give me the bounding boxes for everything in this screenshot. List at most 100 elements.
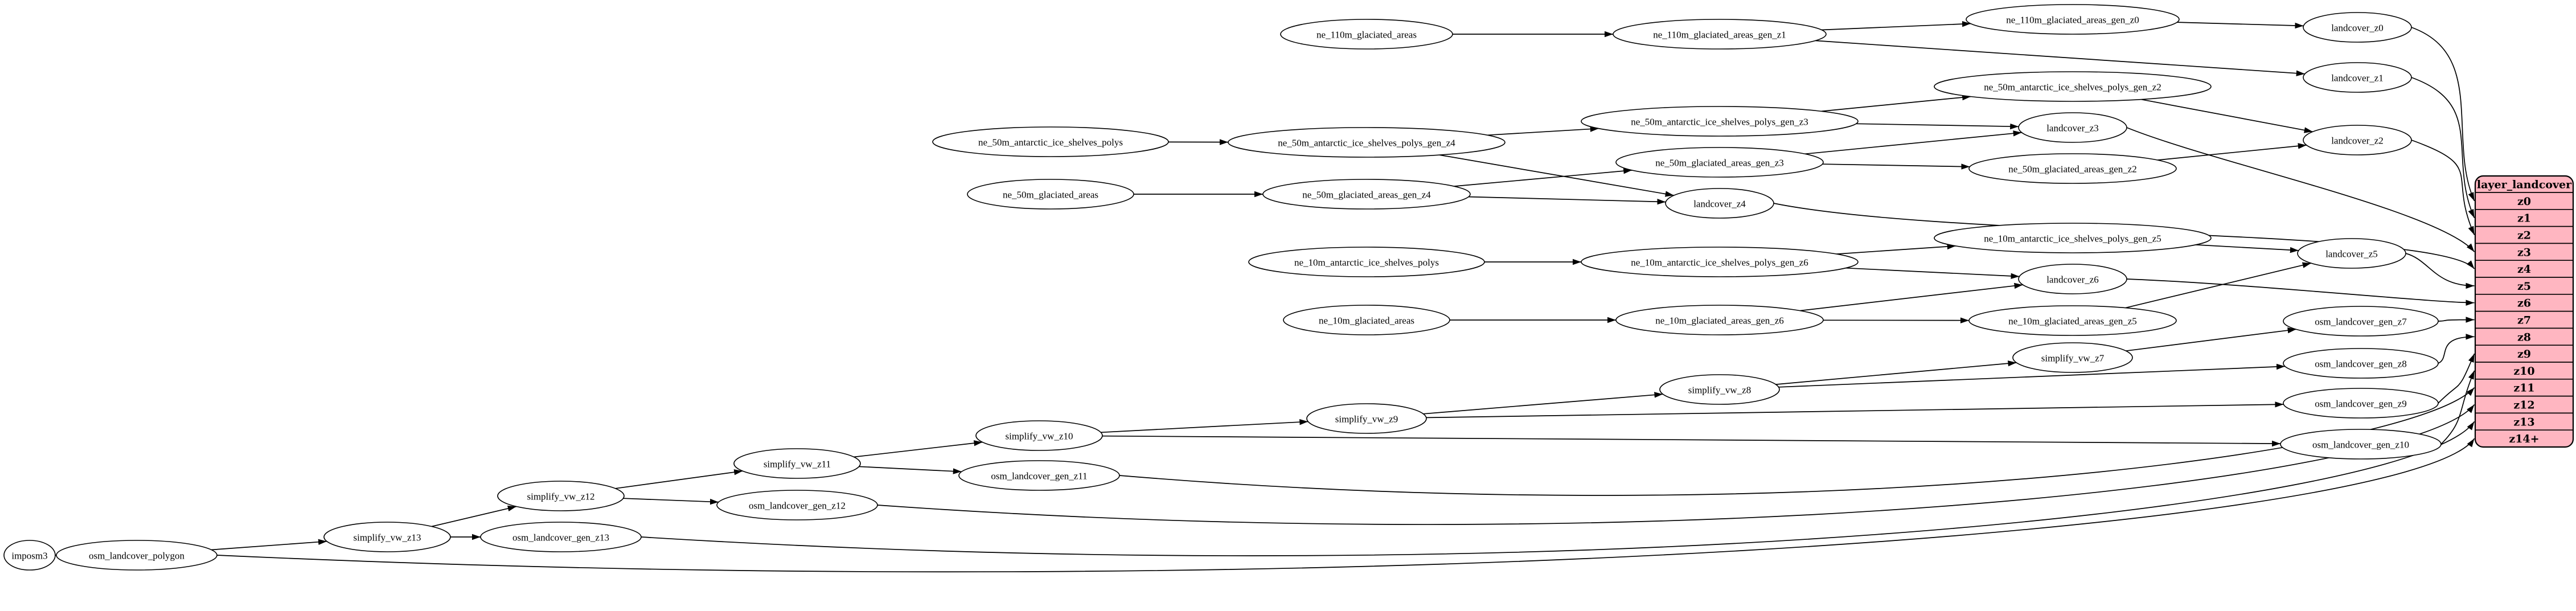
node-shape <box>2012 342 2133 373</box>
table-layer_landcover: layer_landcoverz0z1z2z3z4z5z6z7z8z9z10z1… <box>2474 175 2574 448</box>
node-label: osm_landcover_gen_z8 <box>2315 359 2406 370</box>
node-shape <box>932 126 1169 157</box>
table-row-z1: z1 <box>2517 212 2531 225</box>
node-label: simplify_vw_z11 <box>764 459 831 470</box>
node-label: simplify_vw_z7 <box>2041 353 2105 364</box>
edge-osm_landcover_gen_z8--layer_landcover:z8 <box>2438 334 2475 364</box>
table-row-z5: z5 <box>2517 280 2531 293</box>
table-row-z11: z11 <box>2513 382 2534 395</box>
node-shape <box>1581 106 1859 137</box>
node-label: ne_10m_glaciated_areas_gen_z6 <box>1655 315 1784 326</box>
node-shape <box>2283 306 2439 337</box>
node-imposm3: imposm3 <box>3 540 56 571</box>
node-ne_10m_glaciated_areas_gen_z6: ne_10m_glaciated_areas_gen_z6 <box>1615 305 1824 335</box>
edge-simplify_vw_z11--simplify_vw_z10 <box>854 440 983 458</box>
edge-simplify_vw_z7--osm_landcover_gen_z7 <box>2126 327 2296 352</box>
table-row-z3: z3 <box>2517 246 2531 259</box>
node-label: ne_10m_glaciated_areas_gen_z5 <box>2008 316 2137 327</box>
node-label: ne_10m_antarctic_ice_shelves_polys <box>1294 257 1439 268</box>
table-row-z10: z10 <box>2513 365 2534 378</box>
node-landcover_z4: landcover_z4 <box>1665 188 1774 219</box>
node-shape <box>2303 12 2412 43</box>
edge-osm_landcover_gen_z9--layer_landcover:z9 <box>2438 353 2475 404</box>
node-label: ne_50m_glaciated_areas_gen_z3 <box>1655 158 1784 169</box>
node-label: osm_landcover_gen_z11 <box>991 471 1087 482</box>
edge-ne_10m_antarctic_ice_shelves_polys_gen_z6--landcover_z6 <box>1845 267 2020 279</box>
edge-simplify_vw_z12--osm_landcover_gen_z12 <box>623 498 719 505</box>
edge-osm_landcover_gen_z11--layer_landcover:z11 <box>1119 387 2475 496</box>
node-landcover_z0: landcover_z0 <box>2303 12 2412 43</box>
node-label: osm_landcover_gen_z13 <box>512 532 609 543</box>
node-osm_landcover_gen_z8: osm_landcover_gen_z8 <box>2283 348 2439 379</box>
node-shape <box>967 179 1134 210</box>
node-label: landcover_z6 <box>2046 274 2099 285</box>
node-ne_50m_glaciated_areas_gen_z2: ne_50m_glaciated_areas_gen_z2 <box>1968 153 2177 184</box>
node-shape <box>975 420 1103 451</box>
table-row-z6: z6 <box>2517 297 2531 310</box>
node-shape <box>1615 147 1824 178</box>
edges-layer <box>48 20 2475 573</box>
node-label: osm_landcover_gen_z10 <box>2312 440 2409 450</box>
edge-ne_50m_antarctic_ice_shelves_polys_gen_z4--ne_50m_antarctic_ice_shelves_polys_gen_z3 <box>1487 126 1599 136</box>
node-shape <box>1262 179 1471 210</box>
node-shape <box>2283 388 2439 419</box>
node-simplify_vw_z13: simplify_vw_z13 <box>323 522 451 552</box>
edge-osm_landcover_polygon--layer_landcover:z14+ <box>216 438 2475 573</box>
node-shape <box>56 540 218 571</box>
node-label: ne_50m_glaciated_areas <box>1003 190 1098 200</box>
table-row-z7: z7 <box>2517 314 2531 327</box>
node-label: landcover_z3 <box>2046 123 2099 134</box>
node-label: simplify_vw_z10 <box>1006 431 1073 442</box>
node-shape <box>1615 305 1824 335</box>
edge-ne_50m_glaciated_areas_gen_z4--ne_50m_glaciated_areas_gen_z3 <box>1454 168 1632 187</box>
edge-ne_110m_glaciated_areas_gen_z1--ne_110m_glaciated_areas_gen_z0 <box>1821 20 1971 31</box>
edge-ne_50m_glaciated_areas_gen_z2--landcover_z2 <box>2157 143 2307 161</box>
edge-ne_10m_antarctic_ice_shelves_polys_gen_z6--ne_10m_antarctic_ice_shelves_polys_gen_z5 <box>1836 243 1956 255</box>
node-label: ne_110m_glaciated_areas_gen_z0 <box>2006 15 2139 26</box>
node-simplify_vw_z10: simplify_vw_z10 <box>975 420 1103 451</box>
edge-ne_50m_antarctic_ice_shelves_polys_gen_z3--landcover_z3 <box>1856 123 2019 130</box>
node-osm_landcover_gen_z12: osm_landcover_gen_z12 <box>716 490 878 520</box>
node-shape <box>1934 223 2212 253</box>
node-ne_50m_glaciated_areas_gen_z4: ne_50m_glaciated_areas_gen_z4 <box>1262 179 1471 210</box>
table-row-z13: z13 <box>2513 416 2534 428</box>
node-shape <box>1665 188 1774 219</box>
node-shape <box>323 522 451 552</box>
edge-ne_50m_glaciated_areas_gen_z4--landcover_z4 <box>1469 196 1666 205</box>
node-ne_50m_antarctic_ice_shelves_polys_gen_z2: ne_50m_antarctic_ice_shelves_polys_gen_z… <box>1934 71 2212 102</box>
node-simplify_vw_z8: simplify_vw_z8 <box>1659 374 1780 405</box>
table-row-z9: z9 <box>2517 348 2531 360</box>
edge-simplify_vw_z13--simplify_vw_z12 <box>432 505 516 527</box>
edge-osm_landcover_gen_z10--layer_landcover:z10 <box>2440 370 2475 445</box>
edge-landcover_z5--layer_landcover:z5 <box>2405 253 2475 289</box>
node-ne_50m_antarctic_ice_shelves_polys: ne_50m_antarctic_ice_shelves_polys <box>932 126 1169 157</box>
node-shape <box>1581 247 1859 277</box>
node-label: ne_10m_glaciated_areas <box>1319 315 1414 326</box>
edge-ne_10m_glaciated_areas_gen_z5--landcover_z5 <box>2125 262 2311 309</box>
node-label: ne_110m_glaciated_areas <box>1316 30 1417 40</box>
node-label: osm_landcover_gen_z12 <box>749 501 846 511</box>
node-ne_50m_antarctic_ice_shelves_polys_gen_z3: ne_50m_antarctic_ice_shelves_polys_gen_z… <box>1581 106 1859 137</box>
edge-landcover_z3--layer_landcover:z3 <box>2126 127 2475 252</box>
node-simplify_vw_z9: simplify_vw_z9 <box>1306 403 1427 434</box>
node-landcover_z5: landcover_z5 <box>2297 238 2406 269</box>
node-simplify_vw_z12: simplify_vw_z12 <box>497 481 625 511</box>
edge-ne_50m_glaciated_areas_gen_z3--ne_50m_glaciated_areas_gen_z2 <box>1822 163 1970 170</box>
edge-simplify_vw_z9--osm_landcover_gen_z9 <box>1426 401 2284 419</box>
edge-osm_landcover_polygon--simplify_vw_z13 <box>211 539 327 551</box>
node-label: landcover_z5 <box>2325 249 2378 260</box>
edge-ne_50m_glaciated_areas_gen_z3--landcover_z3 <box>1804 130 2022 155</box>
node-shape <box>2297 238 2406 269</box>
edge-ne_10m_glaciated_areas_gen_z6--landcover_z6 <box>1800 282 2023 311</box>
node-shape <box>480 522 642 552</box>
node-label: ne_110m_glaciated_areas_gen_z1 <box>1653 30 1786 40</box>
node-shape <box>1659 374 1780 405</box>
edge-simplify_vw_z9--simplify_vw_z8 <box>1423 392 1663 415</box>
node-shape <box>1280 19 1453 50</box>
table-row-z8: z8 <box>2517 331 2531 343</box>
node-label: simplify_vw_z13 <box>354 532 421 543</box>
node-shape <box>2018 264 2127 294</box>
node-ne_110m_glaciated_areas_gen_z1: ne_110m_glaciated_areas_gen_z1 <box>1613 19 1827 50</box>
node-ne_50m_glaciated_areas_gen_z3: ne_50m_glaciated_areas_gen_z3 <box>1615 147 1824 178</box>
